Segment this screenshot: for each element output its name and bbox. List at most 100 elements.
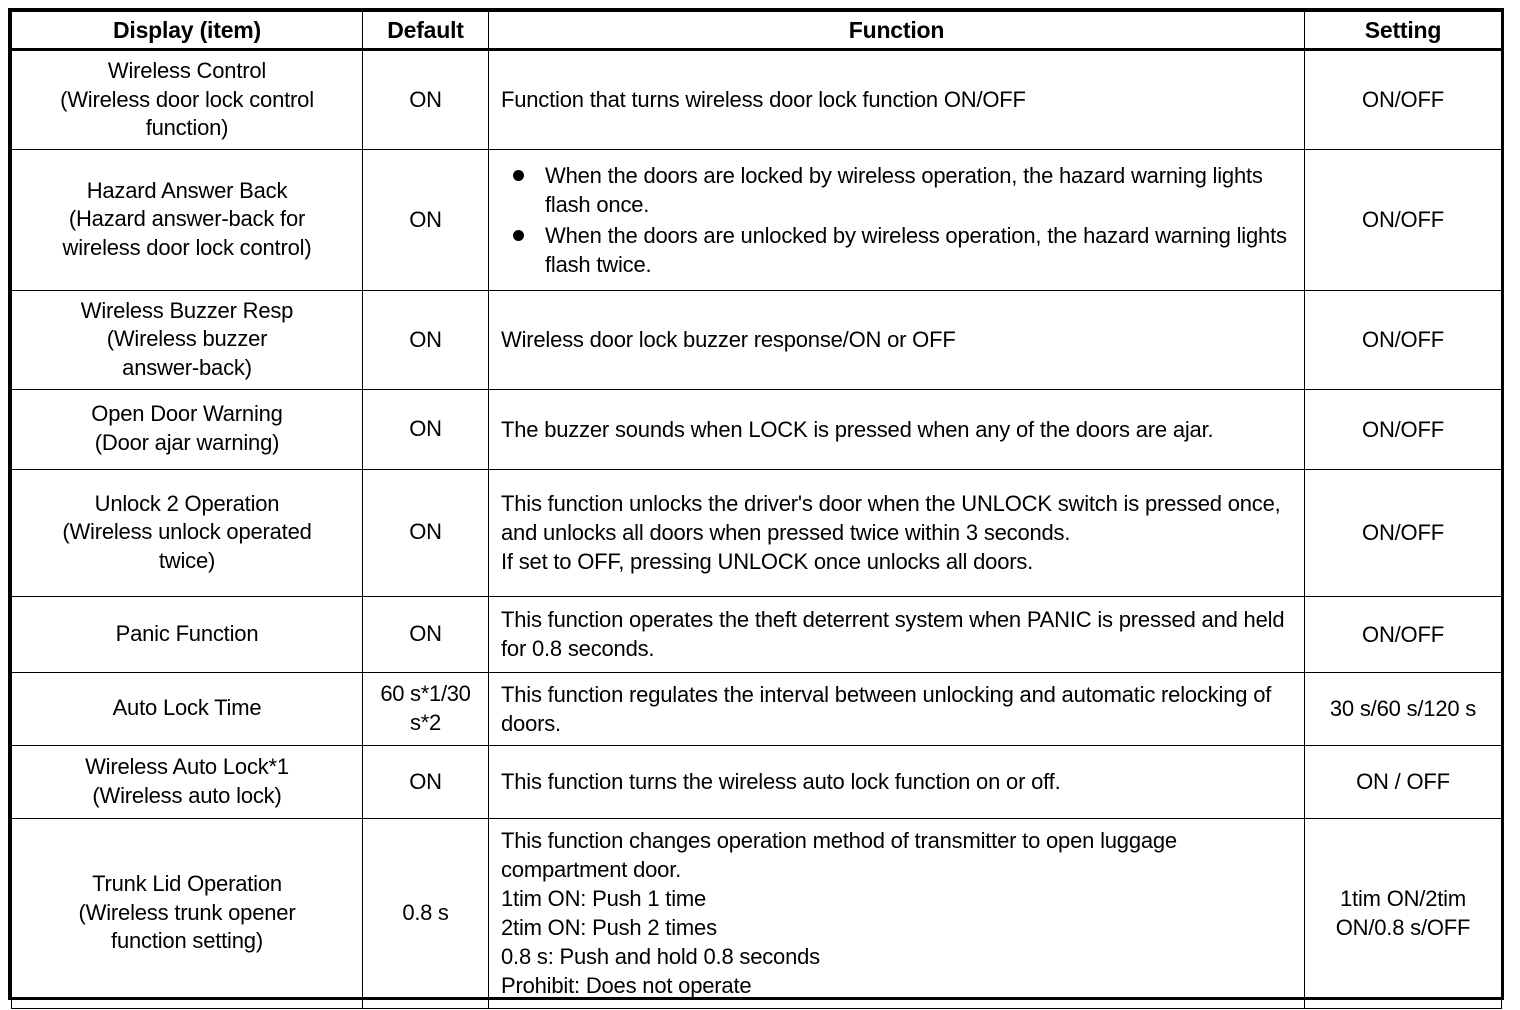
display-item-line: (Wireless trunk opener	[78, 899, 296, 925]
display-item-text: Open Door Warning(Door ajar warning)	[12, 394, 362, 463]
setting-options-line: ON/OFF	[1362, 87, 1444, 113]
display-item-line: Wireless Buzzer Resp	[80, 297, 294, 323]
setting-options-text: ON/OFF	[1305, 81, 1501, 118]
display-item-line: answer-back)	[122, 354, 252, 380]
function-bullet-text: When the doors are unlocked by wireless …	[545, 222, 1287, 277]
cell-default-value: ON	[362, 744, 489, 819]
setting-options-line: ON / OFF	[1356, 769, 1450, 795]
setting-options-text: 30 s/60 s/120 s	[1305, 690, 1501, 727]
cell-display-item: Hazard Answer Back(Hazard answer-back fo…	[11, 148, 363, 291]
function-description-text: This function operates the theft deterre…	[489, 598, 1304, 670]
display-item-line: Wireless Auto Lock*1	[85, 754, 289, 780]
default-value-line: ON	[409, 326, 442, 352]
display-item-line: (Wireless buzzer	[106, 326, 268, 352]
bullet-dot-icon	[513, 229, 524, 241]
table-head: Display (item) Default Function Setting	[11, 11, 1502, 51]
function-description-line: Prohibit: Does not operate	[501, 973, 752, 999]
setting-options-line: 1tim ON/2tim	[1340, 886, 1466, 912]
function-bullet-list: When the doors are locked by wireless op…	[501, 161, 1294, 279]
cell-setting-options: ON/OFF	[1304, 595, 1502, 673]
setting-options-line: 30 s/60 s/120 s	[1329, 696, 1477, 722]
column-header-display-label: Display (item)	[112, 16, 261, 43]
default-value-text: ON	[363, 764, 488, 800]
table-row: Trunk Lid Operation(Wireless trunk opene…	[11, 817, 1502, 1009]
cell-setting-options: ON/OFF	[1304, 388, 1502, 470]
display-item-line: wireless door lock control)	[62, 235, 312, 261]
table-row: Unlock 2 Operation (Wireless unlock opera…	[11, 468, 1502, 597]
setting-options-line: ON/OFF	[1362, 327, 1444, 353]
cell-default-value: ON	[362, 388, 489, 470]
cell-function-description: When the doors are locked by wireless op…	[488, 148, 1305, 291]
setting-options-line: ON/OFF	[1362, 621, 1444, 647]
function-description-line: This function regulates the interval bet…	[501, 681, 1272, 736]
bullet-dot-icon	[513, 169, 524, 181]
display-item-line: function setting)	[111, 928, 263, 954]
function-description-line: If set to OFF, pressing UNLOCK once unlo…	[501, 549, 1034, 575]
column-header-default-label: Default	[387, 16, 464, 43]
cell-default-value: ON	[362, 595, 489, 673]
setting-options-text: ON/OFF	[1305, 201, 1501, 238]
default-value-text: ON	[363, 322, 488, 358]
cell-default-value: ON	[362, 468, 489, 597]
table-header-row: Display (item) Default Function Setting	[11, 11, 1502, 51]
cell-display-item: Wireless Auto Lock*1(Wireless auto lock)	[11, 744, 363, 819]
cell-function-description: Wireless door lock buzzer response/ON or…	[488, 289, 1305, 390]
setting-options-line: ON/0.8 s/OFF	[1335, 915, 1471, 941]
function-description-line: 0.8 s: Push and hold 0.8 seconds	[501, 944, 820, 970]
cell-function-description: This function operates the theft deterre…	[488, 595, 1305, 673]
display-item-line: Trunk Lid Operation	[92, 871, 282, 897]
display-item-text: Wireless Auto Lock*1(Wireless auto lock)	[12, 747, 362, 816]
function-description-line: Function that turns wireless door lock f…	[501, 87, 1026, 113]
display-item-line: Open Door Warning	[91, 401, 283, 427]
cell-display-item: Wireless Control(Wireless door lock cont…	[11, 49, 363, 150]
function-description-text: This function unlocks the driver's door …	[489, 482, 1304, 583]
display-item-line: (Wireless unlock operated	[62, 519, 312, 545]
setting-options-line: ON/OFF	[1362, 207, 1444, 233]
default-value-line: s*2	[410, 709, 441, 735]
setting-options-text: ON/OFF	[1305, 616, 1501, 653]
default-value-line: ON	[409, 519, 442, 545]
display-item-line: Wireless Control	[107, 58, 267, 83]
column-header-function: Function	[488, 11, 1305, 51]
cell-function-description: This function regulates the interval bet…	[488, 671, 1305, 746]
cell-default-value: ON	[362, 289, 489, 390]
cell-function-description: Function that turns wireless door lock f…	[488, 49, 1305, 150]
display-item-line: Hazard Answer Back	[86, 177, 288, 203]
display-item-line: (Wireless auto lock)	[92, 782, 282, 808]
cell-display-item: Unlock 2 Operation (Wireless unlock opera…	[11, 468, 363, 597]
display-item-text: Unlock 2 Operation (Wireless unlock opera…	[12, 484, 362, 582]
display-item-text: Auto Lock Time	[12, 688, 362, 729]
default-value-line: ON	[409, 768, 442, 794]
cell-default-value: 0.8 s	[362, 817, 489, 1009]
display-item-line: Unlock 2 Operation	[94, 490, 280, 516]
column-header-setting-label: Setting	[1364, 16, 1442, 43]
table-row: Hazard Answer Back(Hazard answer-back fo…	[11, 148, 1502, 291]
column-header-default: Default	[362, 11, 489, 51]
function-bullet-item: When the doors are unlocked by wireless …	[501, 221, 1294, 279]
default-value-text: ON	[363, 411, 488, 447]
function-bullet-item: When the doors are locked by wireless op…	[501, 161, 1294, 219]
table-body: Wireless Control(Wireless door lock cont…	[11, 49, 1502, 1009]
cell-display-item: Auto Lock Time	[11, 671, 363, 746]
cell-display-item: Open Door Warning(Door ajar warning)	[11, 388, 363, 470]
cell-setting-options: ON/OFF	[1304, 49, 1502, 150]
cell-default-value: ON	[362, 49, 489, 150]
default-value-line: ON	[409, 86, 442, 112]
cell-function-description: This function changes operation method o…	[488, 817, 1305, 1009]
column-header-display: Display (item)	[11, 11, 363, 51]
cell-setting-options: ON / OFF	[1304, 744, 1502, 819]
setting-options-line: ON/OFF	[1362, 416, 1444, 442]
function-description-text: This function regulates the interval bet…	[489, 673, 1304, 745]
setting-options-line: ON/OFF	[1362, 520, 1444, 546]
setting-options-text: ON/OFF	[1305, 321, 1501, 358]
function-description-text: When the doors are locked by wireless op…	[489, 154, 1304, 286]
setting-options-text: ON/OFF	[1305, 514, 1501, 551]
display-item-text: Trunk Lid Operation(Wireless trunk opene…	[12, 864, 362, 962]
default-value-text: 0.8 s	[363, 895, 488, 931]
